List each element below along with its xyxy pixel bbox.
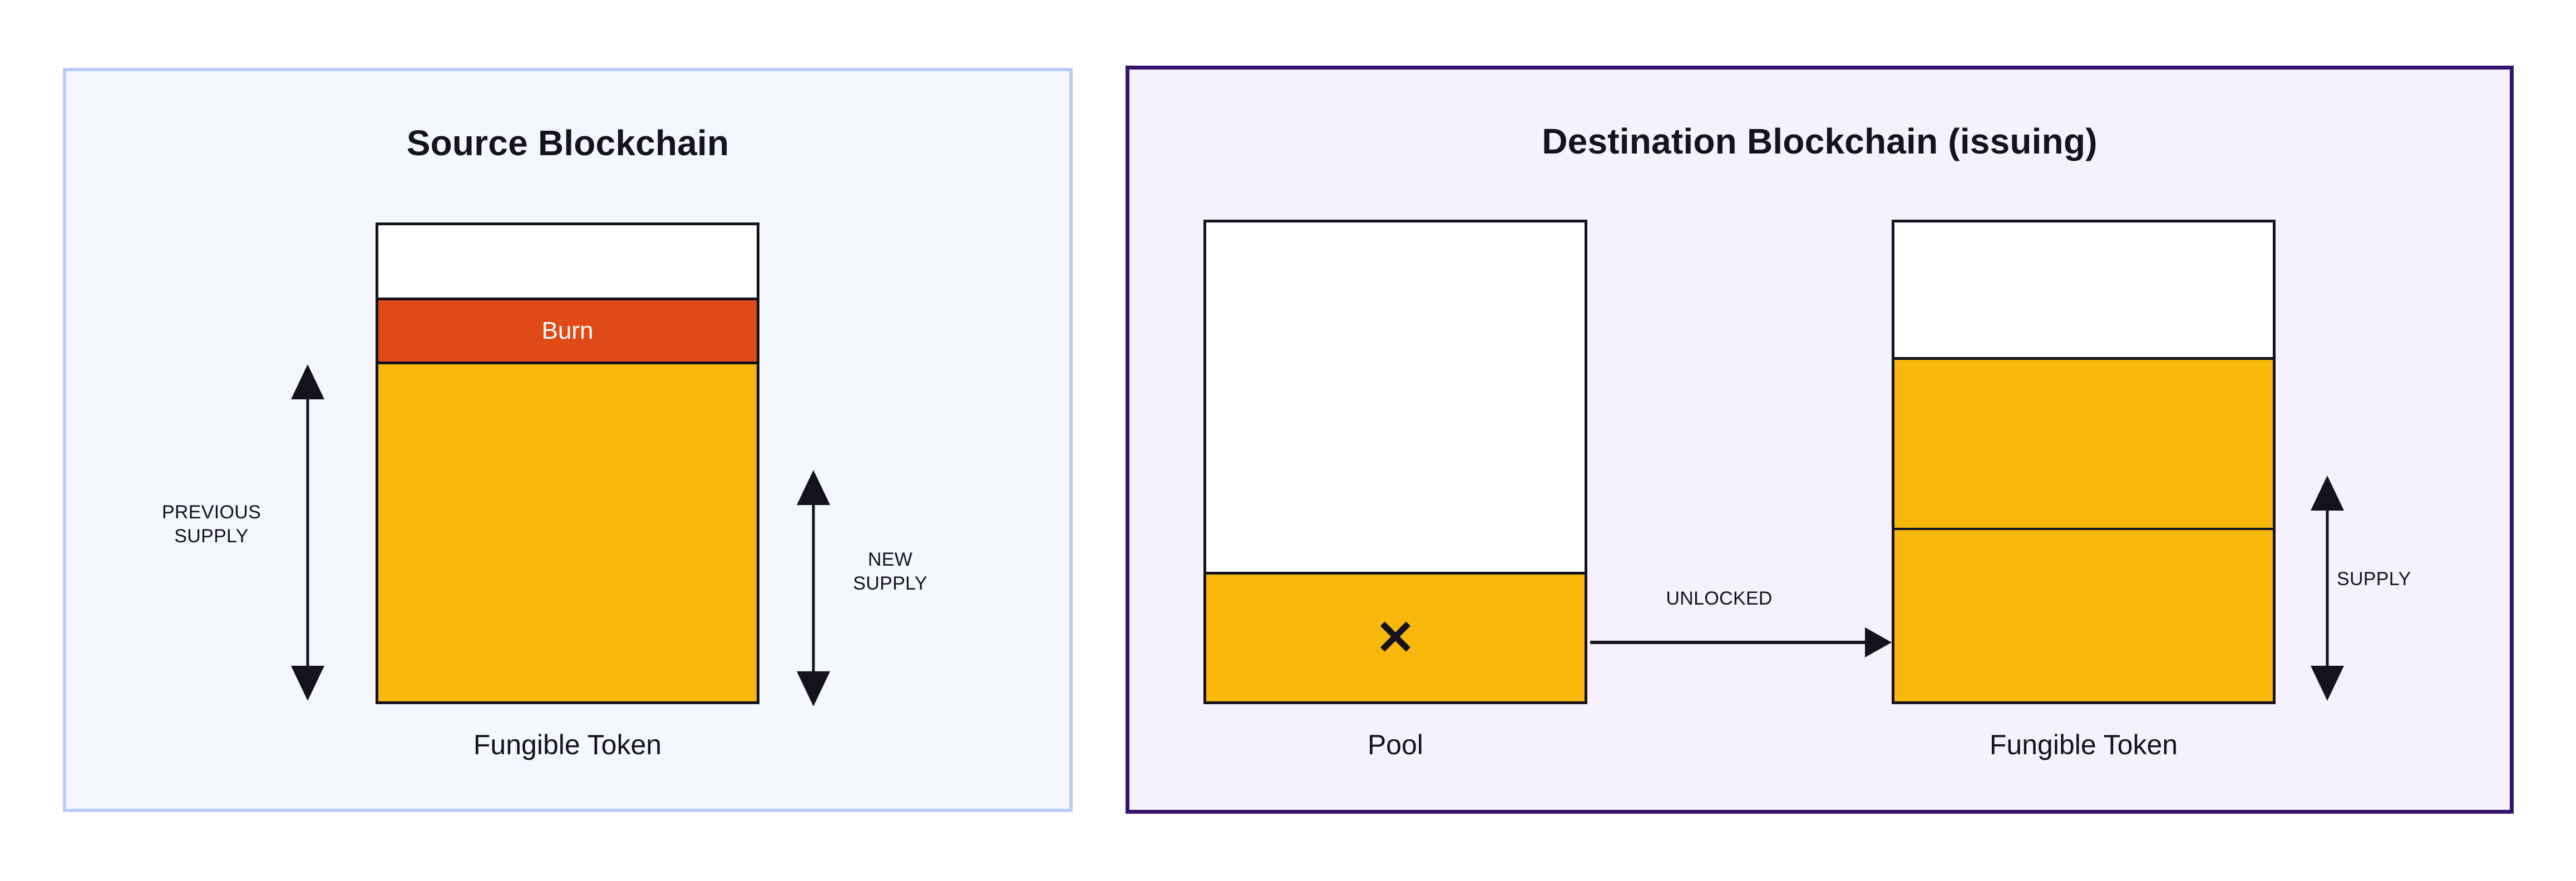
previous-supply-annotation: PREVIOUS SUPPLY [142, 501, 281, 548]
pool-stack: ✕ [1203, 220, 1587, 704]
source-fungible-token-stack: Burn [376, 222, 759, 704]
cross-mark-icon: ✕ [1375, 611, 1416, 665]
source-token-headroom-segment [378, 225, 757, 298]
new-supply-annotation: NEW SUPPLY [829, 548, 951, 595]
supply-annotation: SUPPLY [2337, 568, 2411, 590]
source-token-remaining-supply-segment [378, 362, 757, 701]
unlocked-annotation: UNLOCKED [1666, 588, 1773, 609]
pool-balance-segment: ✕ [1206, 571, 1585, 701]
destination-token-headroom-segment [1894, 222, 2273, 358]
source-panel-title: Source Blockchain [406, 123, 729, 163]
destination-token-existing-supply-segment [1894, 357, 2273, 528]
previous-supply-line-1: PREVIOUS [161, 502, 261, 523]
destination-token-newly-issued-segment [1894, 527, 2273, 701]
destination-token-caption: Fungible Token [1989, 729, 2178, 760]
destination-panel-title: Destination Blockchain (issuing) [1542, 121, 2098, 161]
previous-supply-line-2: SUPPLY [174, 525, 249, 547]
pool-headroom-segment [1206, 222, 1585, 572]
source-token-burn-segment: Burn [378, 298, 757, 362]
pool-caption: Pool [1367, 729, 1424, 760]
source-token-caption: Fungible Token [473, 729, 662, 760]
burn-label: Burn [541, 317, 594, 345]
destination-fungible-token-stack [1892, 220, 2276, 704]
new-supply-line-2: SUPPLY [853, 572, 927, 594]
new-supply-line-1: NEW [867, 549, 913, 570]
